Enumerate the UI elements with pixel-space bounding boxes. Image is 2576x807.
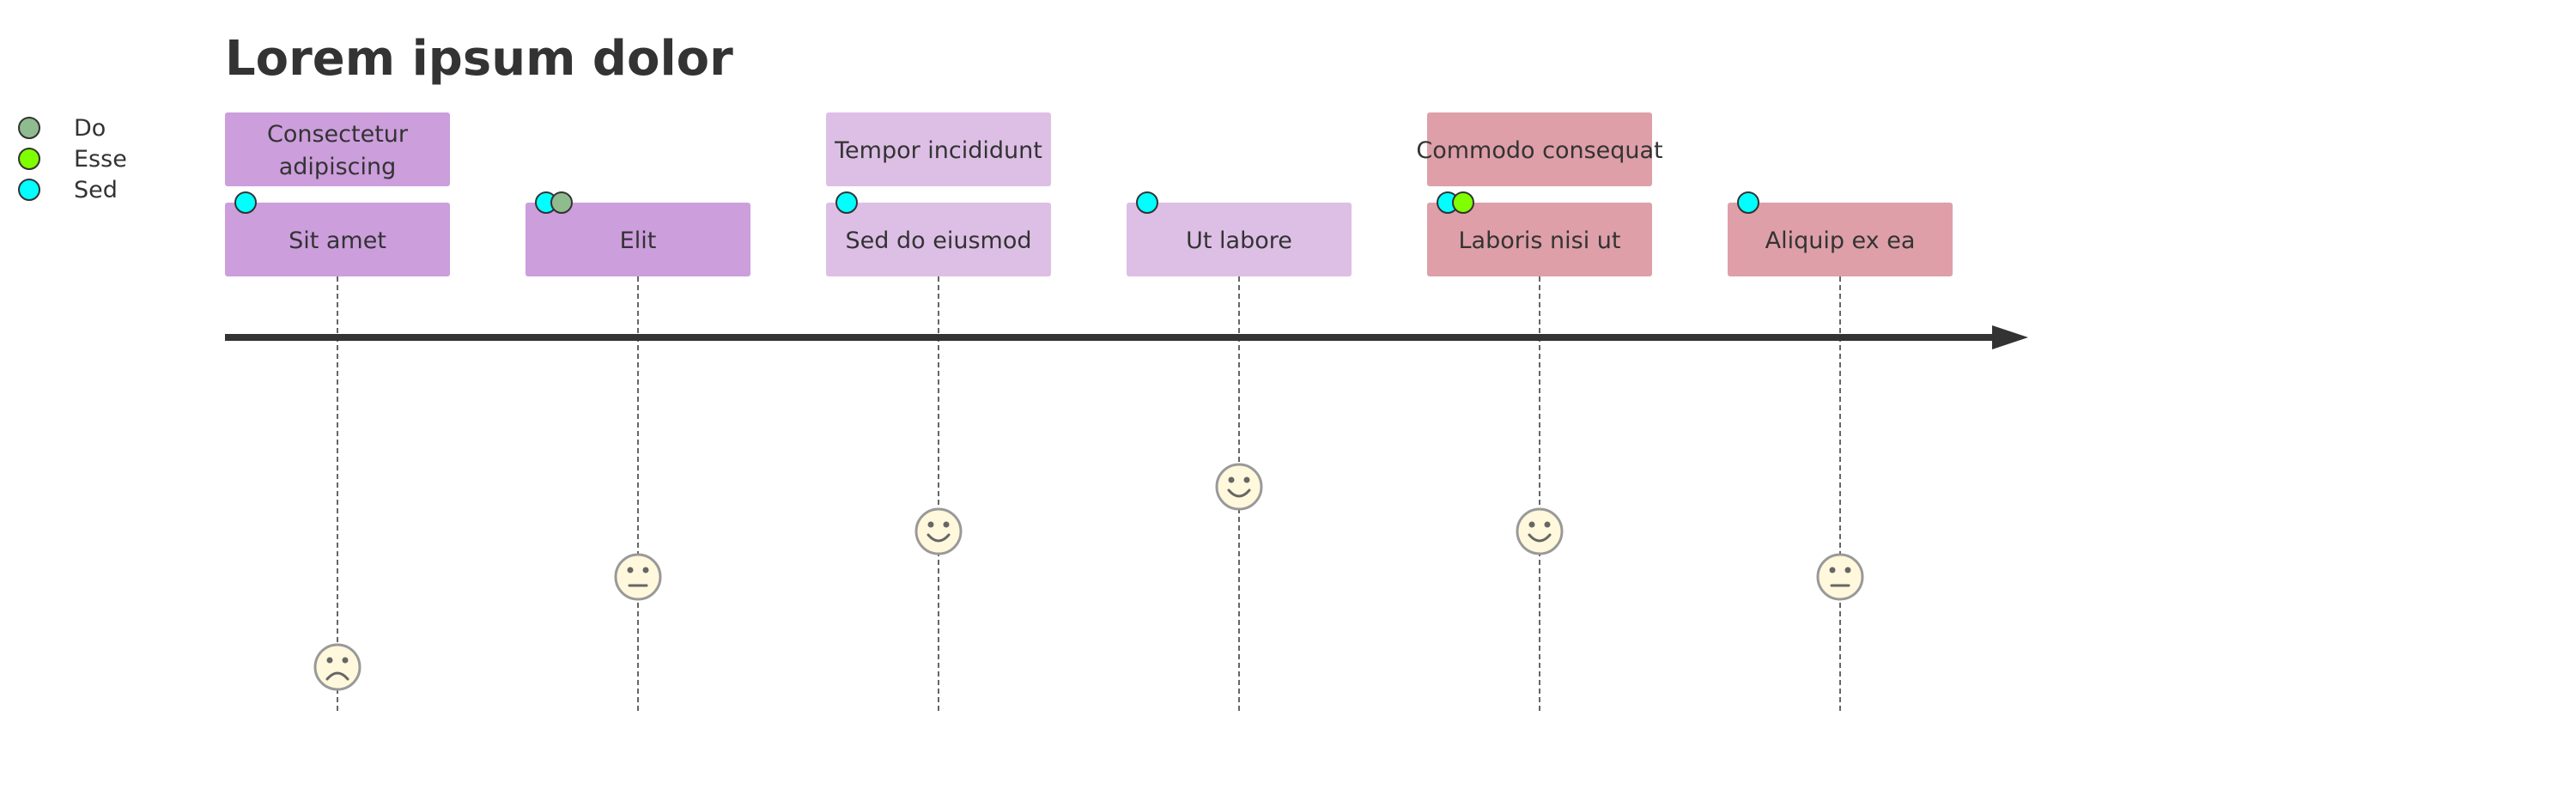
face-mouth xyxy=(927,533,951,543)
task-label: Sit amet xyxy=(289,228,386,254)
section-label: Commodo consequat xyxy=(1416,137,1662,164)
score-face-icon xyxy=(1516,507,1564,555)
timeline-arrowhead xyxy=(1992,325,2028,349)
task-box xyxy=(225,203,450,276)
face-eye xyxy=(1829,567,1836,573)
task-box xyxy=(1127,203,1352,276)
face-eye xyxy=(1844,567,1851,573)
face-outline xyxy=(1816,553,1864,601)
face-mouth xyxy=(325,671,349,681)
face-eye xyxy=(943,521,950,528)
task: Sed do eiusmod xyxy=(826,191,1051,713)
task-box xyxy=(526,203,750,276)
section-label: Tempor incididunt xyxy=(834,137,1042,164)
sections: Consectetur adipiscing Tempor incididunt Co… xyxy=(225,112,1663,186)
face-mouth xyxy=(1227,488,1251,498)
legend-label-esse: Esse xyxy=(74,146,127,173)
task-label: Aliquip ex ea xyxy=(1765,228,1916,254)
task: Ut labore xyxy=(1127,191,1352,713)
task-actor-dot-sed xyxy=(234,191,257,214)
task-label: Ut labore xyxy=(1186,228,1292,254)
score-face-icon xyxy=(1215,463,1263,511)
task-actor-dot-sed xyxy=(835,191,858,214)
face-eye xyxy=(927,521,934,528)
face-eye xyxy=(1528,521,1535,528)
face-eye xyxy=(1228,476,1235,483)
face-eye xyxy=(627,567,634,573)
face-outline xyxy=(914,507,963,555)
face-outline xyxy=(1516,507,1564,555)
legend-swatch-esse xyxy=(18,148,40,170)
section-box xyxy=(1427,112,1652,186)
task-actor-dot-sed xyxy=(1136,191,1158,214)
score-face-icon xyxy=(1816,553,1864,601)
score-face-icon xyxy=(614,553,662,601)
task: Elit xyxy=(526,191,750,713)
task-actor-dot-sed xyxy=(1737,191,1759,214)
section-box xyxy=(826,112,1051,186)
task: Aliquip ex ea xyxy=(1728,191,1953,713)
task-box xyxy=(1427,203,1652,276)
legend-swatch-do xyxy=(18,117,40,139)
face-mouth xyxy=(1528,533,1552,543)
score-face-icon xyxy=(914,507,963,555)
diagram-title: Lorem ipsum dolor xyxy=(225,31,733,87)
face-eye xyxy=(342,657,349,664)
task-box xyxy=(826,203,1051,276)
face-eye xyxy=(642,567,649,573)
legend-label-do: Do xyxy=(74,115,106,142)
legend-label-sed: Sed xyxy=(74,177,118,203)
face-outline xyxy=(313,643,361,691)
legend-swatch-sed xyxy=(18,179,40,201)
face-outline xyxy=(1215,463,1263,511)
task-label: Elit xyxy=(620,228,657,254)
section-label: adipiscing xyxy=(279,154,397,180)
face-outline xyxy=(614,553,662,601)
score-face-icon xyxy=(313,643,361,691)
task-label: Laboris nisi ut xyxy=(1459,228,1621,254)
section-label: Consectetur xyxy=(267,121,409,148)
task-label: Sed do eiusmod xyxy=(846,228,1032,254)
task: Sit amet xyxy=(225,191,450,713)
task-actor-dot-do xyxy=(550,191,573,214)
section-box xyxy=(225,112,450,186)
task: Laboris nisi ut xyxy=(1427,191,1652,713)
task-actor-dot-esse xyxy=(1452,191,1474,214)
tasks: Sit amet Elit Sed do eiusmod Ut labore Labor… xyxy=(225,191,1953,713)
face-eye xyxy=(1243,476,1250,483)
face-eye xyxy=(1544,521,1551,528)
task-box xyxy=(1728,203,1953,276)
face-eye xyxy=(326,657,333,664)
